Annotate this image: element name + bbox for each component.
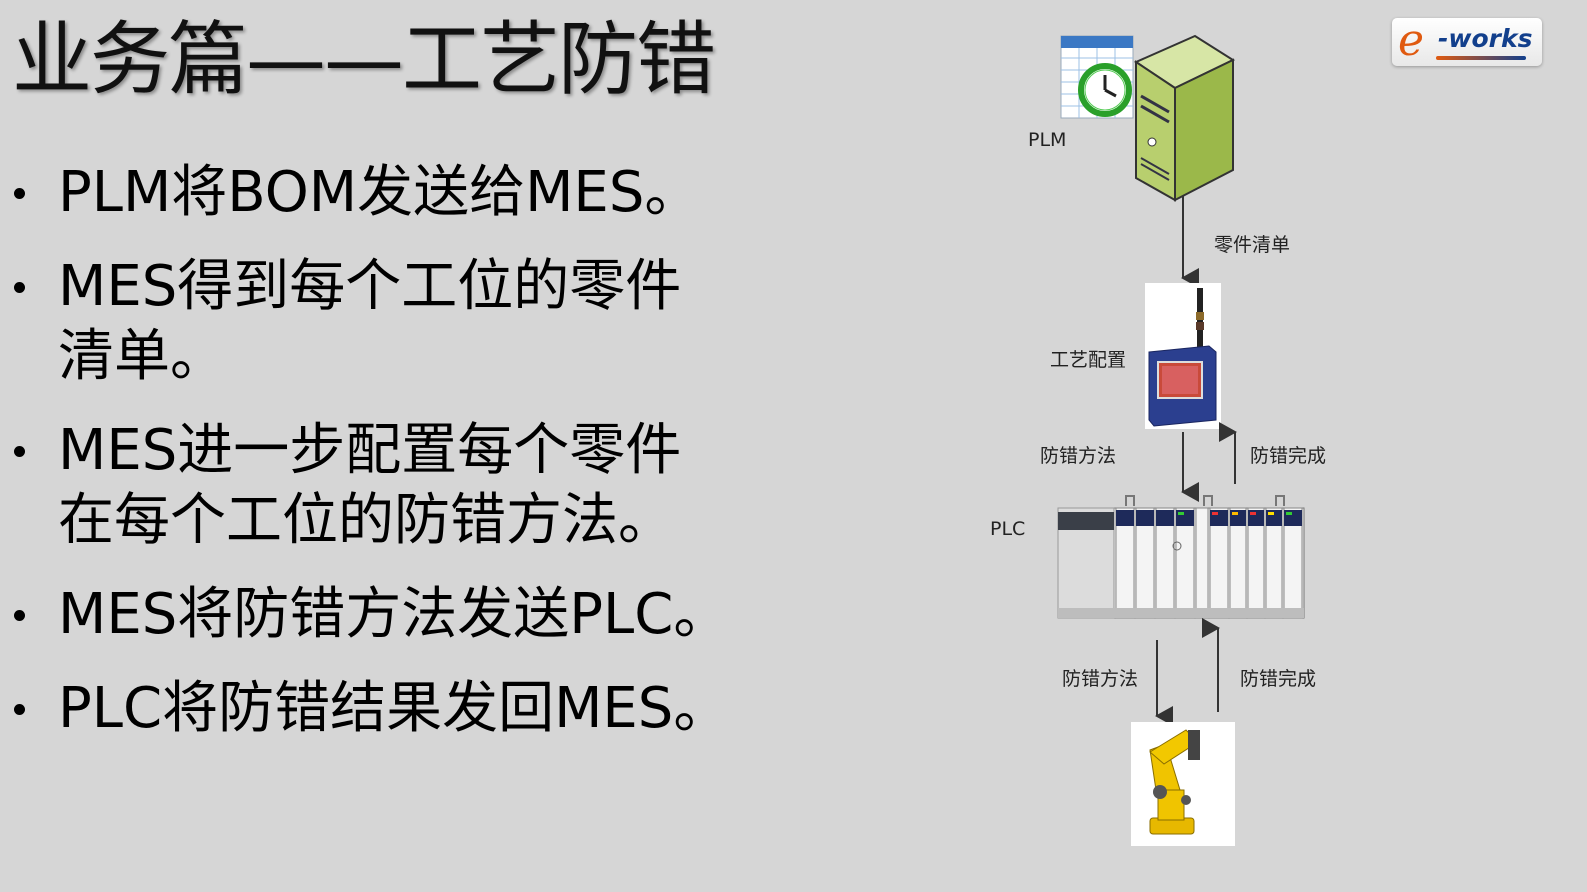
bullet-item: MES得到每个工位的零件 清单。 (14, 252, 774, 392)
bullet-text: MES将防错方法发送PLC。 (58, 582, 730, 647)
done-label-upper: 防错完成 (1250, 445, 1327, 467)
process-config-label: 工艺配置 (1050, 349, 1127, 371)
controller-box-icon (1145, 283, 1221, 429)
bullet-dot (14, 446, 25, 457)
logo-swoosh (1436, 56, 1526, 60)
bullet-item: PLC将防错结果发回MES。 (14, 674, 774, 744)
done-label-lower: 防错完成 (1240, 668, 1317, 690)
plc-rack-icon (1057, 495, 1305, 619)
plc-label: PLC (990, 518, 1026, 540)
bullet-text: MES得到每个工位的零件 (58, 254, 682, 319)
bullet-dot (14, 188, 25, 199)
bullet-item: PLM将BOM发送给MES。 (14, 158, 774, 228)
server-icon (1133, 34, 1236, 202)
logo-letter: e (1398, 15, 1425, 66)
bullet-dot (14, 610, 25, 621)
method-label-lower: 防错方法 (1062, 668, 1139, 690)
bullet-dot (14, 704, 25, 715)
bullet-list: PLM将BOM发送给MES。 MES得到每个工位的零件 清单。 MES进一步配置… (14, 158, 774, 768)
slide-title: 业务篇——工艺防错 (12, 13, 716, 106)
plm-label: PLM (1028, 129, 1067, 151)
parts-list-label: 零件清单 (1214, 234, 1291, 256)
robot-arm-icon (1131, 722, 1235, 846)
method-label-upper: 防错方法 (1040, 445, 1117, 467)
bullet-text: PLM将BOM发送给MES。 (58, 160, 701, 225)
bullet-item: MES将防错方法发送PLC。 (14, 580, 774, 650)
bullet-text: PLC将防错结果发回MES。 (58, 676, 730, 741)
logo-word: -works (1438, 24, 1533, 53)
bullet-text-continued: 在每个工位的防错方法。 (58, 488, 674, 553)
bullet-dot (14, 282, 25, 293)
bullet-text-continued: 清单。 (58, 324, 226, 389)
bullet-item: MES进一步配置每个零件 在每个工位的防错方法。 (14, 416, 774, 556)
calendar-clock-icon (1060, 35, 1134, 119)
eworks-logo: e -works (1392, 18, 1542, 66)
bullet-text: MES进一步配置每个零件 (58, 418, 682, 483)
